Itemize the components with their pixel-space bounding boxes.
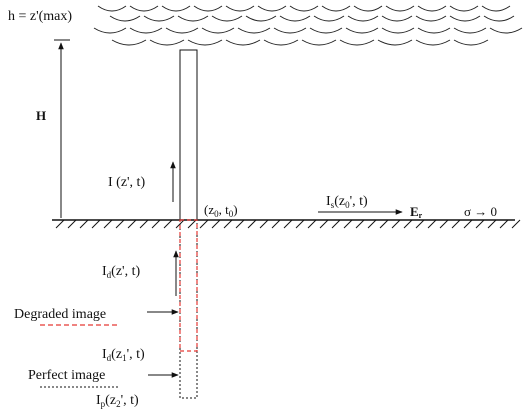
hatch-mark — [199, 219, 209, 229]
hatch-mark — [235, 219, 245, 229]
hatch-mark — [475, 219, 485, 229]
hatch-mark — [271, 219, 281, 229]
conductivity-label: σ → 0 — [464, 204, 497, 219]
channel-current-label: I (z', t) — [108, 175, 145, 190]
hatch-mark — [511, 219, 521, 229]
hatch-mark — [379, 219, 389, 229]
hatch-mark — [139, 219, 149, 229]
hatch-mark — [103, 219, 113, 229]
perfect-image-label: Perfect image — [28, 368, 105, 383]
cloud-scallop-row — [97, 5, 511, 12]
degraded-image-channel — [179, 219, 198, 352]
height-label: H — [36, 108, 46, 123]
perfect-image-channel — [179, 219, 198, 399]
hatch-mark — [91, 219, 101, 229]
image-current-label: Id(z', t) — [102, 264, 140, 280]
hatch-mark — [451, 219, 461, 229]
hatch-mark — [367, 219, 377, 229]
degraded-image-label: Degraded image — [14, 307, 106, 322]
hatch-mark — [295, 219, 305, 229]
field-label: Er — [410, 204, 423, 220]
hatch-mark — [151, 219, 161, 229]
hatch-mark — [79, 219, 89, 229]
degraded-end-current-label: Id(z1', t) — [102, 347, 145, 363]
hatch-mark — [283, 219, 293, 229]
thundercloud — [93, 5, 523, 46]
hatch-mark — [463, 219, 473, 229]
hatch-mark — [439, 219, 449, 229]
hatch-mark — [487, 219, 497, 229]
hatch-mark — [415, 219, 425, 229]
hatch-mark — [163, 219, 173, 229]
perfect-end-current-label: Ip(z2', t) — [96, 393, 139, 409]
ground-hatching — [55, 219, 521, 229]
hatch-mark — [307, 219, 317, 229]
hatch-mark — [331, 219, 341, 229]
cloud-scallop-row — [109, 15, 515, 22]
cloud-scallop-row — [111, 39, 489, 46]
hatch-mark — [115, 219, 125, 229]
hatch-mark — [247, 219, 257, 229]
hatch-mark — [211, 219, 221, 229]
hatch-mark — [343, 219, 353, 229]
surface-current-label: Is(z0', t) — [326, 194, 368, 210]
top-height-label: h = z'(max) — [8, 9, 72, 24]
hatch-mark — [403, 219, 413, 229]
hatch-mark — [67, 219, 77, 229]
strike-point-label: (z0, t0) — [204, 202, 238, 219]
hatch-mark — [187, 219, 197, 229]
hatch-mark — [259, 219, 269, 229]
hatch-mark — [319, 219, 329, 229]
lightning-channel — [179, 49, 198, 221]
hatch-mark — [55, 219, 65, 229]
hatch-mark — [223, 219, 233, 229]
hatch-mark — [127, 219, 137, 229]
hatch-mark — [391, 219, 401, 229]
hatch-mark — [355, 219, 365, 229]
hatch-mark — [499, 219, 509, 229]
hatch-mark — [427, 219, 437, 229]
cloud-scallop-row — [93, 27, 523, 34]
